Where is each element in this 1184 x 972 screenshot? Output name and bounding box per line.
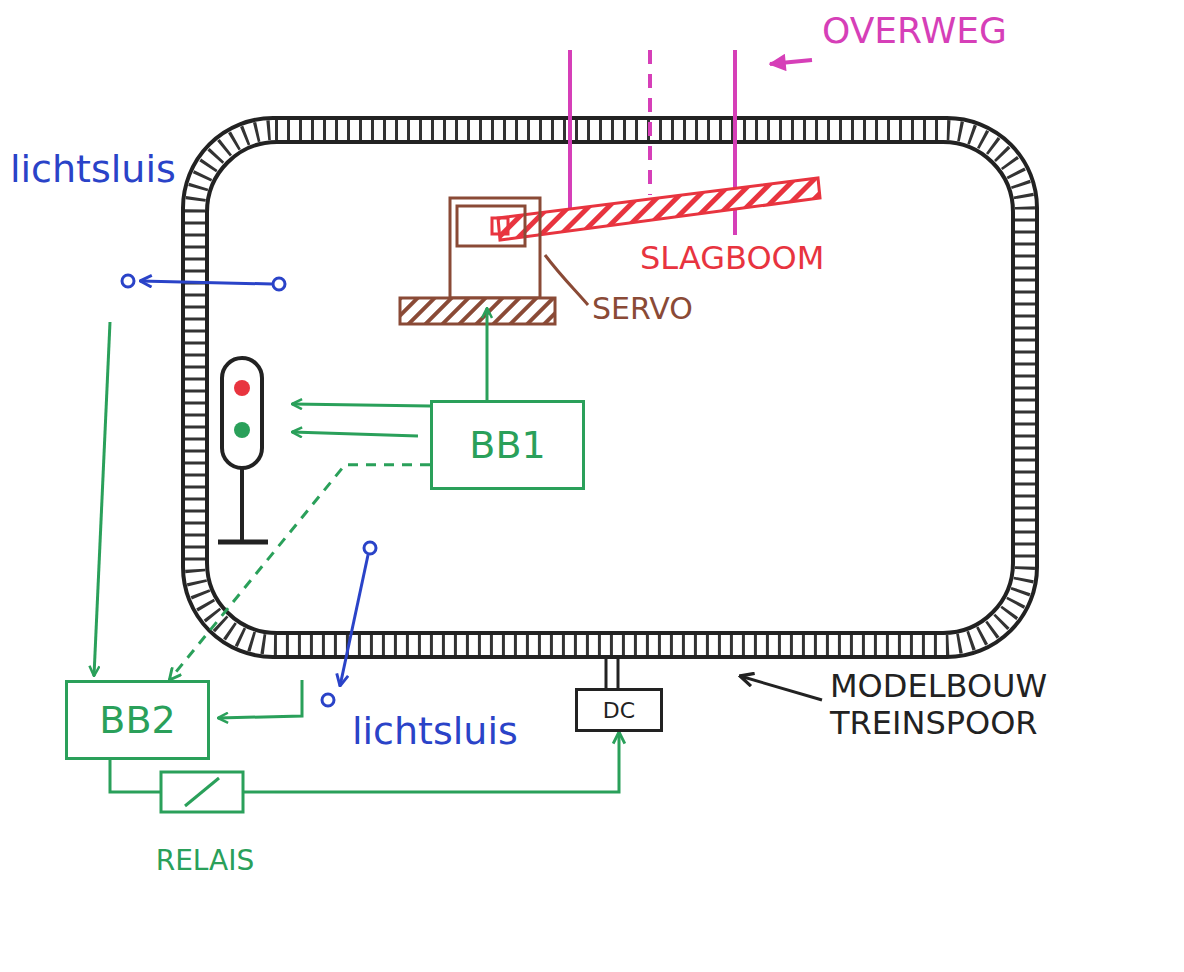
power-supply-box: DC <box>575 688 663 732</box>
servo-symbol <box>400 198 588 324</box>
controller-box: BB2 <box>65 680 210 760</box>
node-text: DC <box>603 698 635 723</box>
light-barrier <box>122 275 285 290</box>
light-barrier <box>322 542 376 706</box>
barrier-label: SLAGBOOM <box>640 240 824 277</box>
track-label: MODELBOUW TREINSPOOR <box>830 668 1100 742</box>
node-text: RELAIS <box>135 844 275 877</box>
relay-coil <box>135 766 275 816</box>
connector <box>169 465 430 680</box>
servo-label: SERVO <box>592 292 693 327</box>
sensor-label: lichtsluis <box>352 710 518 754</box>
crossing-label: OVERWEG <box>822 10 1007 51</box>
connector <box>110 760 135 792</box>
sensor-wires <box>94 322 302 718</box>
relay-symbol: RELAIS <box>135 766 275 894</box>
node-text: BB2 <box>99 698 175 742</box>
signal-symbol <box>218 358 268 542</box>
sensor-label: lichtsluis <box>10 148 176 192</box>
leader-line <box>740 676 822 700</box>
track <box>183 118 1037 657</box>
controller-box: BB1 <box>430 400 585 490</box>
node-text: BB1 <box>469 423 545 467</box>
barrier-arm <box>498 178 820 240</box>
track-feed <box>606 657 618 690</box>
